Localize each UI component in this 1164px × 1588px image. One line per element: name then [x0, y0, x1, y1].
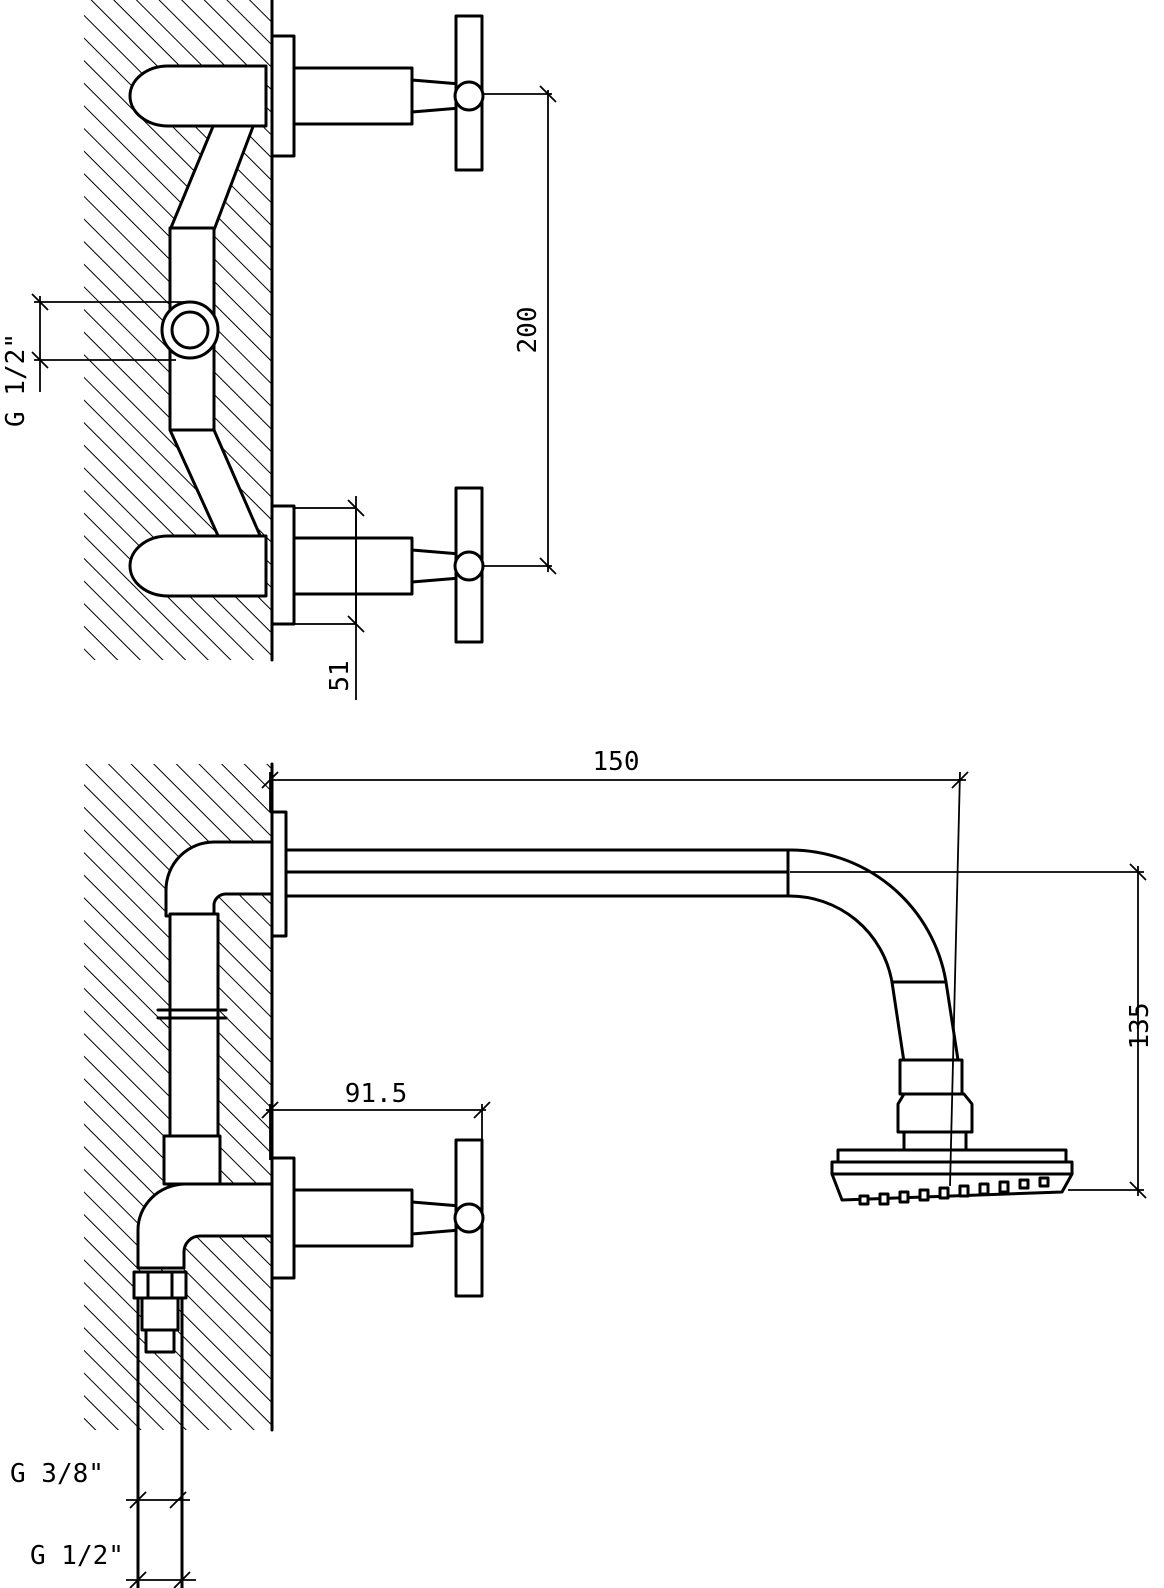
dim-135-label: 135: [1125, 1003, 1155, 1050]
dim-91-5: 91.5: [261, 1079, 491, 1160]
dim-outlet-threads: G 3/8" G 1/2": [10, 1459, 196, 1588]
dim-200-label: 200: [513, 307, 543, 354]
thread-g12-label: G 1/2": [30, 1541, 124, 1571]
dim-51-label: 51: [325, 660, 355, 691]
shower-arm: [270, 810, 974, 1152]
valve-side: [270, 1138, 485, 1298]
top-view: 200 51 G 1/2": [1, 0, 557, 700]
inlet-thread-label: G 1/2": [1, 333, 31, 427]
dim-135: 135: [790, 863, 1155, 1199]
valve-lower-top: [270, 486, 485, 644]
dim-inlet-thread: G 1/2": [1, 293, 190, 427]
dim-150-label: 150: [593, 747, 640, 777]
concealed-body-side: [132, 840, 274, 1588]
shower-head: [830, 1148, 1074, 1206]
dim-200: 200: [484, 85, 557, 575]
dim-150: 150: [261, 747, 969, 1187]
thread-g38-label: G 3/8": [10, 1459, 104, 1489]
side-view: 150 135 91.5 G 3/8": [10, 747, 1155, 1588]
valve-upper-top: [270, 14, 485, 172]
concealed-body-top: [128, 64, 268, 598]
nozzles: [858, 1176, 1050, 1206]
dim-91-5-label: 91.5: [345, 1079, 408, 1109]
dim-51: 51: [325, 496, 365, 700]
